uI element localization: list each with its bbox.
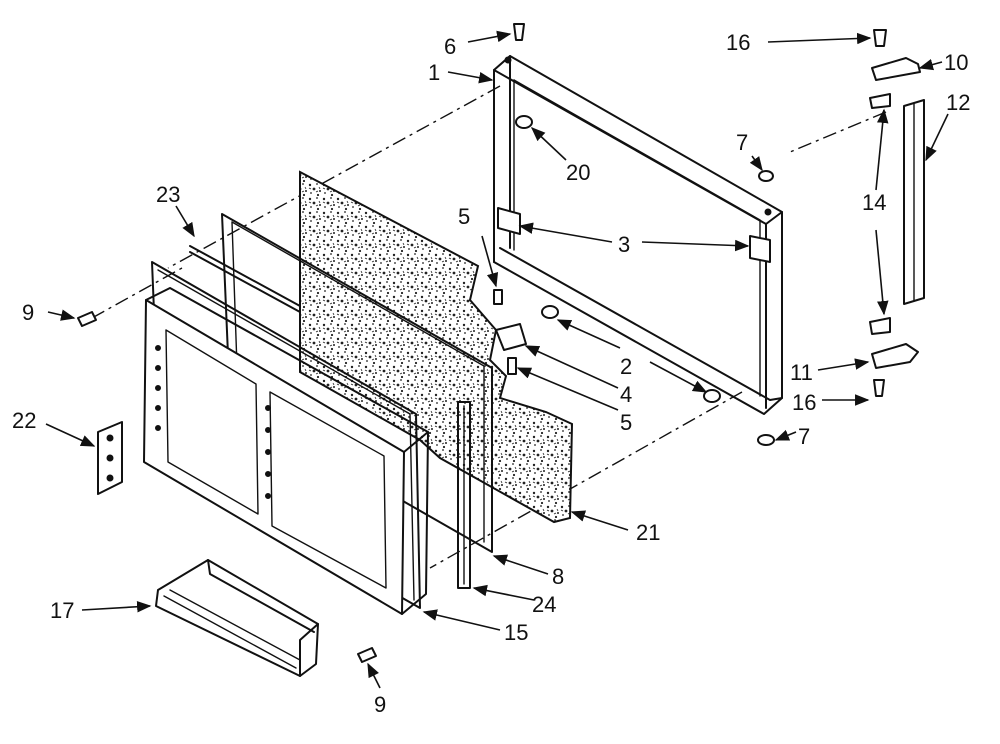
insulation-panel-part-21 (299, 170, 574, 524)
breaker-strip-part-23 (189, 245, 301, 313)
door-liner-panel (143, 287, 429, 615)
label-part-23: 23 (156, 182, 180, 207)
shelf-bumps-left (155, 345, 161, 431)
label-part-16-top: 16 (726, 30, 750, 55)
label-part-20: 20 (566, 160, 590, 185)
label-part-22: 22 (12, 408, 36, 433)
label-part-7-top: 7 (736, 130, 748, 155)
label-part-9-bottom: 9 (374, 692, 386, 717)
alignment-lines (91, 85, 887, 569)
label-part-16-bottom: 16 (792, 390, 816, 415)
hinge-blocks-part-3 (497, 207, 771, 263)
strip-part-24 (457, 401, 471, 589)
label-part-17: 17 (50, 598, 74, 623)
label-part-10: 10 (944, 50, 968, 75)
label-part-5-top: 5 (458, 204, 470, 229)
label-part-3: 3 (618, 232, 630, 257)
label-part-7-bottom: 7 (798, 424, 810, 449)
label-part-11: 11 (790, 360, 813, 385)
label-part-21: 21 (636, 520, 660, 545)
part-labels: 6 1 20 3 5 2 4 5 7 7 16 10 12 14 11 16 2… (12, 30, 970, 717)
leader-arrows (45, 30, 949, 689)
label-part-6: 6 (444, 34, 456, 59)
label-part-15: 15 (504, 620, 528, 645)
shelf-bumps-center (265, 405, 271, 499)
label-part-12: 12 (946, 90, 970, 115)
plugs (495, 115, 775, 446)
screws (77, 23, 887, 663)
label-part-8: 8 (552, 564, 564, 589)
door-frame-part-1 (493, 55, 783, 415)
label-part-4: 4 (620, 382, 632, 407)
label-part-5-bottom: 5 (620, 410, 632, 435)
bracket-part-22 (97, 421, 123, 495)
label-part-24: 24 (532, 592, 556, 617)
label-part-14: 14 (862, 190, 886, 215)
label-part-1: 1 (428, 60, 440, 85)
label-part-9-left: 9 (22, 300, 34, 325)
door-bin-part-17 (155, 559, 319, 677)
label-part-2: 2 (620, 354, 632, 379)
handle-part-12 (903, 99, 925, 305)
